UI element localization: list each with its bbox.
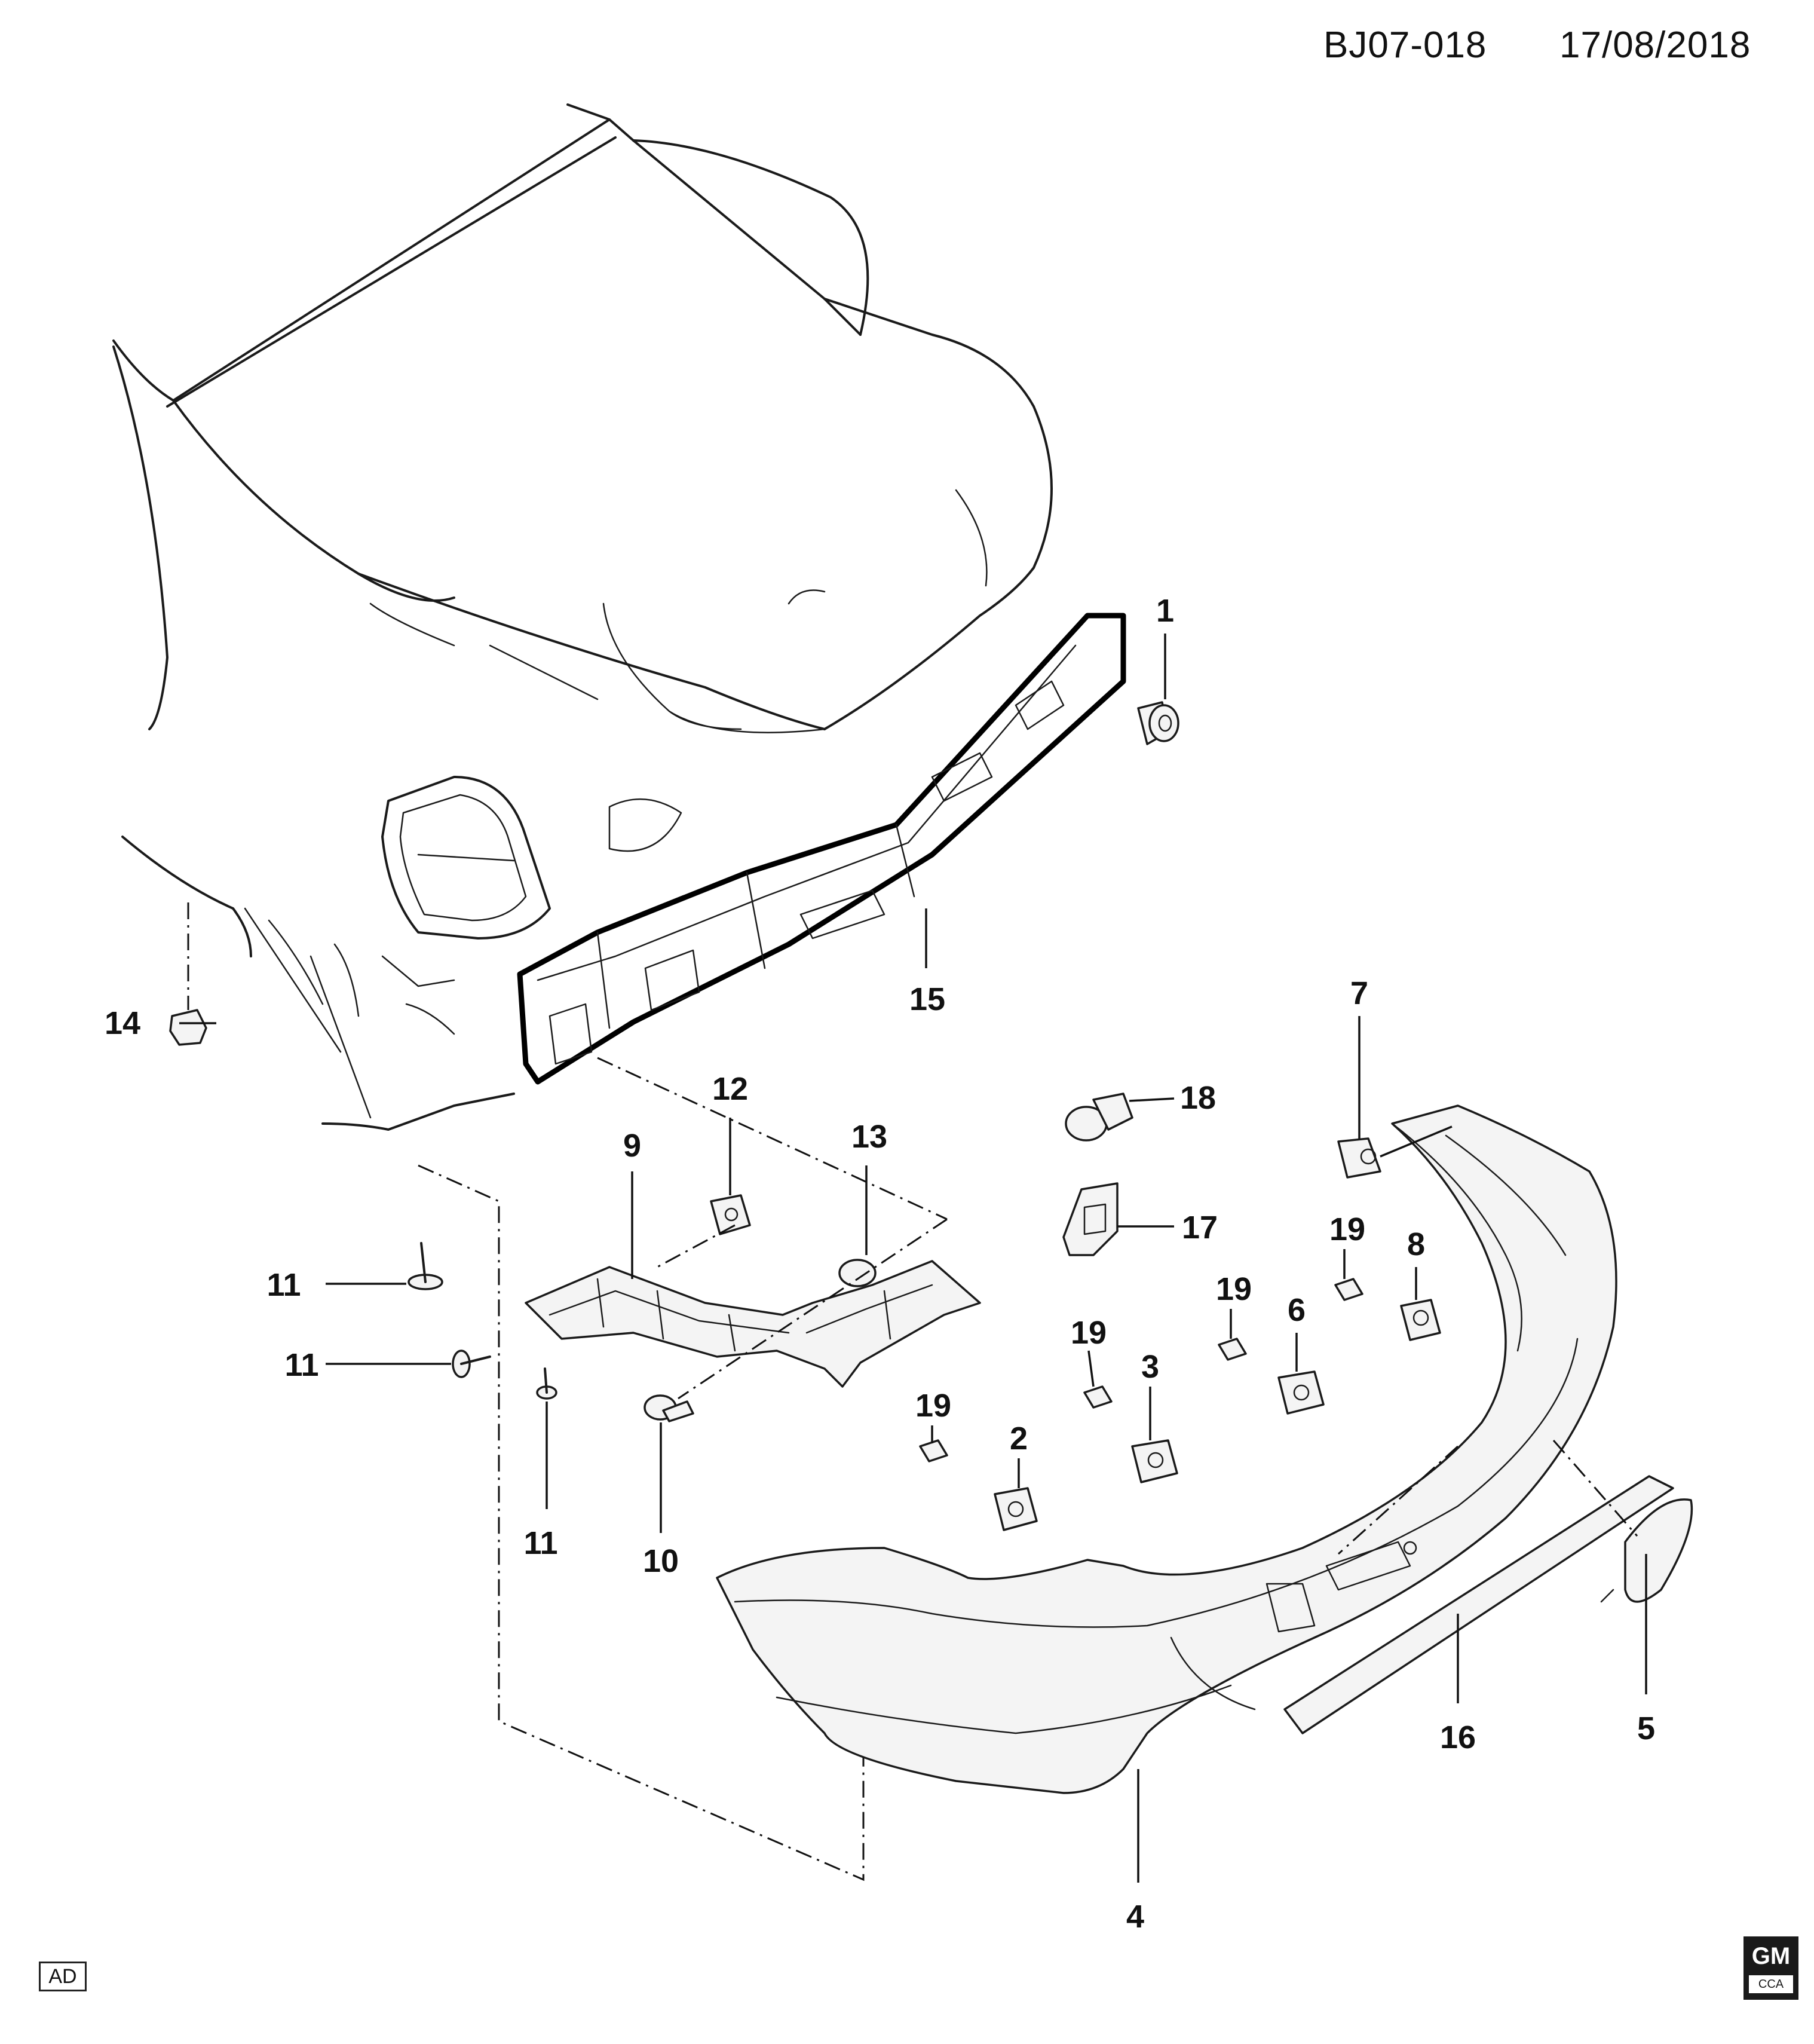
callout-11-a: 11 — [266, 1267, 301, 1303]
callout-15: 15 — [909, 981, 945, 1017]
callout-17: 17 — [1182, 1210, 1218, 1246]
callout-1: 1 — [1156, 593, 1174, 629]
callout-19-c: 19 — [1071, 1315, 1107, 1351]
callout-19-a: 19 — [1329, 1211, 1365, 1247]
part-5-cover — [1600, 1498, 1693, 1603]
small-parts — [169, 701, 1441, 1531]
callout-3: 3 — [1141, 1349, 1159, 1385]
ad-tag: AD — [39, 1962, 87, 1991]
diagram-date: 17/08/2018 — [1559, 25, 1751, 66]
leader-lines — [179, 634, 1647, 1883]
callout-13: 13 — [851, 1119, 887, 1155]
callout-11-b: 11 — [284, 1347, 318, 1383]
callout-8: 8 — [1407, 1226, 1425, 1262]
alignment-lines — [187, 902, 1638, 1881]
gm-logo: GM CCA — [1743, 1936, 1798, 2000]
diagram-code: BJ07-018 — [1323, 25, 1487, 66]
callout-11-c: 11 — [523, 1525, 557, 1561]
callout-16: 16 — [1440, 1719, 1476, 1755]
callout-5: 5 — [1637, 1711, 1655, 1746]
callout-6: 6 — [1288, 1292, 1306, 1328]
callout-14: 14 — [105, 1005, 140, 1041]
callout-2: 2 — [1010, 1421, 1028, 1456]
callout-19-d: 19 — [915, 1388, 951, 1424]
callout-10: 10 — [643, 1543, 679, 1579]
callout-9: 9 — [623, 1128, 641, 1164]
callout-12: 12 — [712, 1071, 748, 1107]
callout-19-b: 19 — [1216, 1271, 1252, 1307]
part-4-bumper-fascia — [716, 1104, 1617, 1794]
part-9-bracket — [525, 1260, 981, 1388]
vehicle-body — [112, 103, 1053, 1131]
callout-numbers: 1 15 14 12 9 13 18 7 17 19 8 11 19 6 19 … — [105, 593, 1655, 1935]
part-15-energy-absorber — [517, 613, 1126, 1085]
gm-logo-subtext: CCA — [1749, 1975, 1793, 1993]
callout-7: 7 — [1350, 975, 1368, 1011]
callout-18: 18 — [1180, 1080, 1216, 1116]
callout-4: 4 — [1126, 1899, 1144, 1935]
part-16-trim-strip — [1283, 1475, 1674, 1734]
gm-logo-text: GM — [1751, 1943, 1791, 1969]
